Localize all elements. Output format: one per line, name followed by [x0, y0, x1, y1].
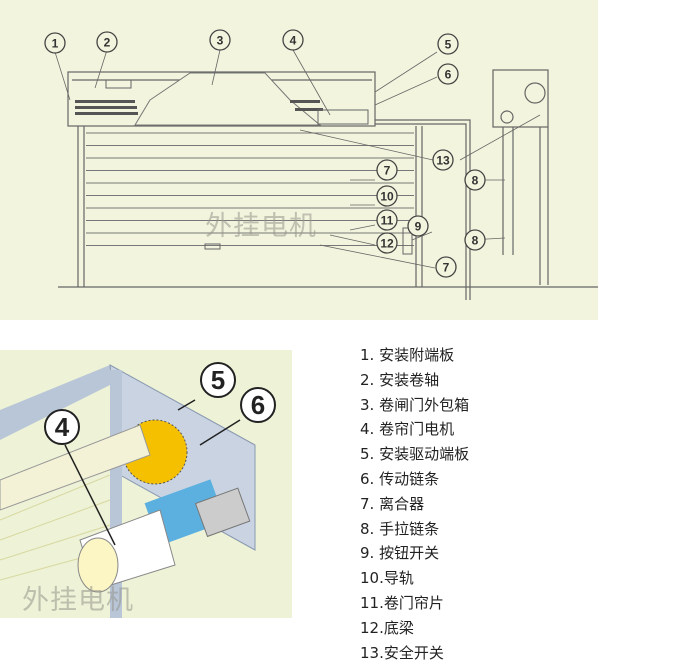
callout-circle — [464, 229, 486, 251]
legend-item: 7. 离合器 — [360, 494, 425, 513]
callout-number: 5 — [445, 38, 452, 52]
legend-item: 12.底梁 — [360, 618, 414, 637]
legend-item: 10.导轨 — [360, 569, 414, 588]
callout-6: 6 — [251, 390, 265, 420]
legend-item: 5. 安装驱动端板 — [360, 445, 470, 464]
parts-legend: 1. 安装附端板 2. 安装卷轴 3. 卷闸门外包箱 4. 卷帘门电机 5. 安… — [360, 343, 469, 665]
legend-item: 9. 按钮开关 — [360, 544, 440, 563]
legend-item: 1. 安装附端板 — [360, 346, 455, 364]
callout-number: 10 — [380, 190, 394, 204]
legend-item: 6. 传动链条 — [360, 469, 440, 488]
motor-closeup-illustration: 4 5 6 外挂电机 — [0, 350, 292, 630]
legend-item: 4. 卷帘门电机 — [360, 420, 455, 439]
watermark: 外挂电机 — [205, 211, 317, 242]
callout-circle — [435, 256, 457, 278]
legend-item: 3. 卷闸门外包箱 — [360, 395, 470, 414]
callout-number: 1 — [52, 37, 59, 51]
callout-circle — [437, 33, 459, 55]
legend-item: 8. 手拉链条 — [360, 519, 440, 538]
callout-circle — [376, 159, 398, 181]
callout-number: 12 — [380, 237, 394, 251]
watermark-bottom: 外挂电机 — [22, 585, 134, 616]
callout-4: 4 — [55, 412, 70, 442]
callout-circle — [376, 185, 398, 207]
callout-circle — [44, 32, 66, 54]
motor-closeup-drawing: 4 5 6 — [0, 362, 276, 630]
callout-circle — [432, 149, 454, 171]
callout-circle — [376, 209, 398, 231]
callout-number: 8 — [472, 174, 479, 188]
callout-number: 7 — [384, 164, 391, 178]
callout-number: 8 — [472, 234, 479, 248]
callout-5: 5 — [211, 365, 225, 395]
callout-circle — [437, 63, 459, 85]
callout-number: 13 — [436, 154, 450, 168]
callout-number: 6 — [445, 68, 452, 82]
callout-circle — [96, 31, 118, 53]
callout-circle — [282, 29, 304, 51]
callout-circle — [209, 29, 231, 51]
callout-number: 7 — [443, 261, 450, 275]
callout-circle — [407, 215, 429, 237]
legend-item: 13.安全开关 — [360, 643, 444, 662]
callout-number: 9 — [415, 220, 422, 234]
callout-circle — [464, 169, 486, 191]
callout-number: 3 — [217, 34, 224, 48]
callout-number: 11 — [381, 214, 394, 228]
callout-number: 2 — [104, 36, 111, 50]
legend-item: 2. 安装卷轴 — [360, 370, 440, 389]
callout-circle — [376, 232, 398, 254]
legend-item: 11.卷门帘片 — [360, 593, 444, 612]
callout-number: 4 — [290, 34, 297, 48]
front-view-diagram: /* slats drawn below */ 1234561378101191… — [0, 0, 656, 320]
